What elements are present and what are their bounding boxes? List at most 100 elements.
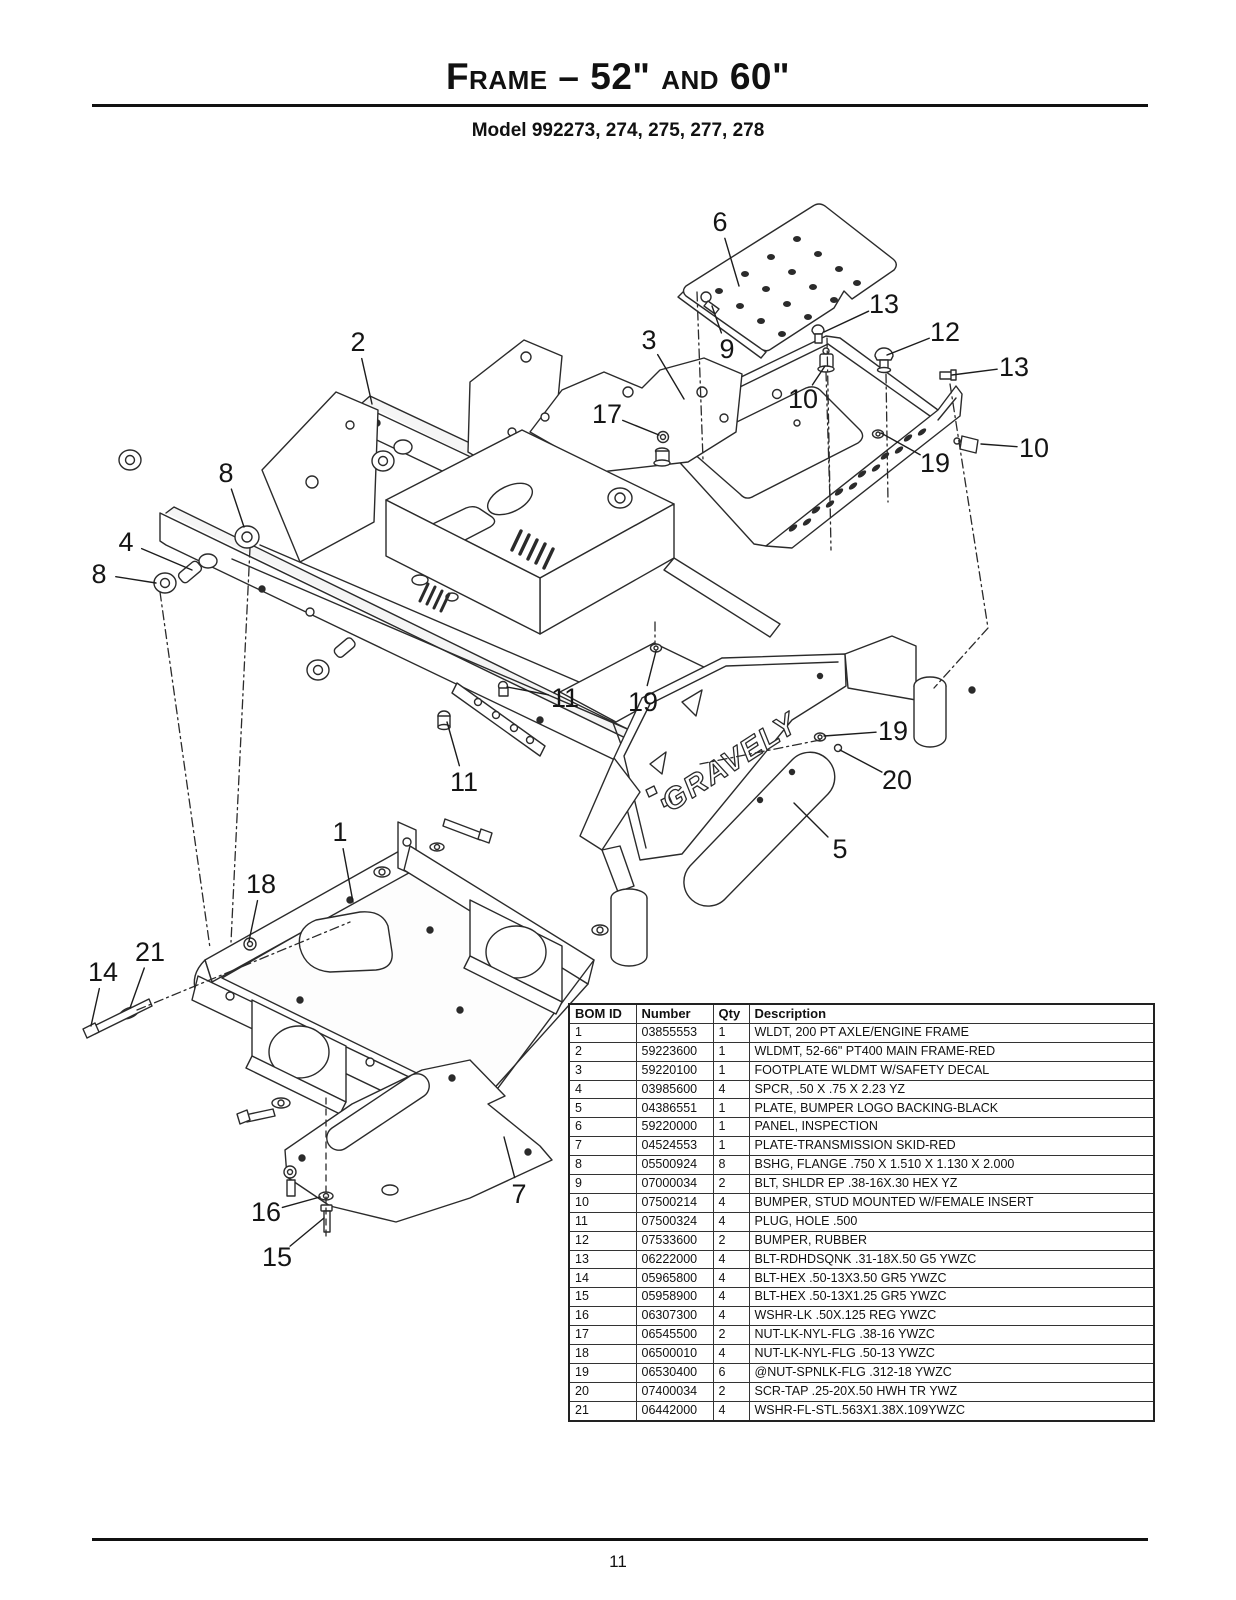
- bom-cell: 8: [568, 1155, 637, 1176]
- callout-label-13: 13: [999, 352, 1029, 382]
- callout-leader-line: [656, 353, 685, 400]
- bom-cell: BLT, SHLDR EP .38-16X.30 HEX YZ: [748, 1174, 1155, 1194]
- callout-leader-line: [793, 802, 829, 838]
- bom-cell: 14: [568, 1268, 637, 1289]
- bom-cell: 4: [712, 1211, 750, 1232]
- bom-cell: 06530400: [635, 1362, 714, 1383]
- bom-header-id: BOM ID: [568, 1003, 637, 1024]
- bom-cell: BSHG, FLANGE .750 X 1.510 X 1.130 X 2.00…: [748, 1155, 1155, 1176]
- callout-leader-line: [506, 686, 549, 696]
- bom-header-description: Description: [748, 1003, 1155, 1024]
- callout-label-21: 21: [135, 937, 165, 967]
- callout-leader-line: [839, 749, 883, 773]
- bom-cell: 4: [712, 1400, 750, 1422]
- bom-cell: 07000034: [635, 1174, 714, 1194]
- bom-cell: 2: [712, 1325, 750, 1346]
- main-frame-drawing: [159, 339, 781, 791]
- bom-cell: 5: [568, 1098, 637, 1119]
- callout-label-19: 19: [628, 687, 658, 717]
- bom-cell: 59223600: [635, 1041, 714, 1062]
- bom-cell: SCR-TAP .25-20X.50 HWH TR YWZ: [748, 1381, 1155, 1402]
- bom-cell: 20: [568, 1381, 637, 1402]
- bom-cell: 8: [712, 1155, 750, 1176]
- bom-cell: 4: [712, 1192, 750, 1213]
- bom-cell: 1: [712, 1022, 750, 1043]
- bom-cell: 2: [712, 1174, 750, 1194]
- bom-cell: 59220000: [635, 1117, 714, 1138]
- assembly-axis-lines: [136, 291, 989, 1011]
- bom-cell: 2: [712, 1230, 750, 1251]
- bom-cell: 4: [712, 1249, 750, 1270]
- callout-label-11: 11: [551, 683, 579, 713]
- bom-cell: 7: [568, 1136, 637, 1157]
- bom-cell: PANEL, INSPECTION: [748, 1117, 1155, 1138]
- callout-leader-line: [248, 899, 259, 942]
- bom-cell: 16: [568, 1306, 637, 1327]
- bom-cell: BLT-HEX .50-13X3.50 GR5 YWZC: [748, 1268, 1155, 1289]
- bom-cell: 1: [568, 1022, 637, 1043]
- callout-leader-line: [140, 547, 193, 571]
- callout-label-14: 14: [88, 957, 118, 987]
- bom-cell: WLDMT, 52-66" PT400 MAIN FRAME-RED: [748, 1041, 1155, 1062]
- callout-label-8: 8: [218, 458, 233, 488]
- callout-leader-line: [129, 967, 145, 1009]
- callout-leader-line: [281, 1196, 321, 1209]
- bom-cell: NUT-LK-NYL-FLG .38-16 YWZC: [748, 1325, 1155, 1346]
- bom-cell: 4: [712, 1268, 750, 1289]
- bom-cell: PLATE-TRANSMISSION SKID-RED: [748, 1136, 1155, 1157]
- bom-cell: 19: [568, 1362, 637, 1383]
- callout-leader-line: [980, 443, 1018, 448]
- bom-cell: 18: [568, 1344, 637, 1364]
- callout-leader-line: [446, 721, 461, 767]
- callout-leader-line: [90, 987, 101, 1027]
- bumper-pad-drawing: [683, 751, 836, 907]
- bom-cell: 06222000: [635, 1249, 714, 1270]
- callout-leader-line: [880, 432, 921, 456]
- bom-cell: 05965800: [635, 1268, 714, 1289]
- bom-cell: 4: [568, 1079, 637, 1100]
- bom-cell: 13: [568, 1249, 637, 1270]
- callout-label-19: 19: [878, 716, 908, 746]
- bom-header-number: Number: [635, 1003, 714, 1024]
- bom-cell: 2: [712, 1381, 750, 1402]
- bom-cell: 03985600: [635, 1079, 714, 1100]
- bom-header-row: BOM ID Number Qty Description: [568, 1003, 1155, 1024]
- bom-cell: 9: [568, 1174, 637, 1194]
- bom-cell: 10: [568, 1192, 637, 1213]
- callout-leader-line: [230, 488, 245, 528]
- callout-leader-line: [823, 731, 877, 737]
- bom-cell: WLDT, 200 PT AXLE/ENGINE FRAME: [748, 1022, 1155, 1043]
- bom-cell: 07500324: [635, 1211, 714, 1232]
- callout-label-3: 3: [641, 325, 656, 355]
- bom-cell: 1: [712, 1041, 750, 1062]
- bom-cell: 2: [568, 1041, 637, 1062]
- bom-header-qty: Qty: [712, 1003, 750, 1024]
- callout-label-20: 20: [882, 765, 912, 795]
- bom-cell: BLT-RDHDSQNK .31-18X.50 G5 YWZC: [748, 1249, 1155, 1270]
- inspection-panel-drawing: [677, 203, 897, 359]
- page-number: 11: [609, 1552, 627, 1571]
- bom-cell: 06442000: [635, 1400, 714, 1422]
- callout-leader-line: [951, 368, 998, 376]
- bom-cell: 12: [568, 1230, 637, 1251]
- callout-label-6: 6: [712, 207, 727, 237]
- bom-cell: 05500924: [635, 1155, 714, 1176]
- bom-cell: 11: [568, 1211, 637, 1232]
- bom-cell: 15: [568, 1287, 637, 1308]
- axle-frame-drawing: [191, 821, 595, 1135]
- bom-cell: 6: [568, 1117, 637, 1138]
- bom-cell: 1: [712, 1117, 750, 1138]
